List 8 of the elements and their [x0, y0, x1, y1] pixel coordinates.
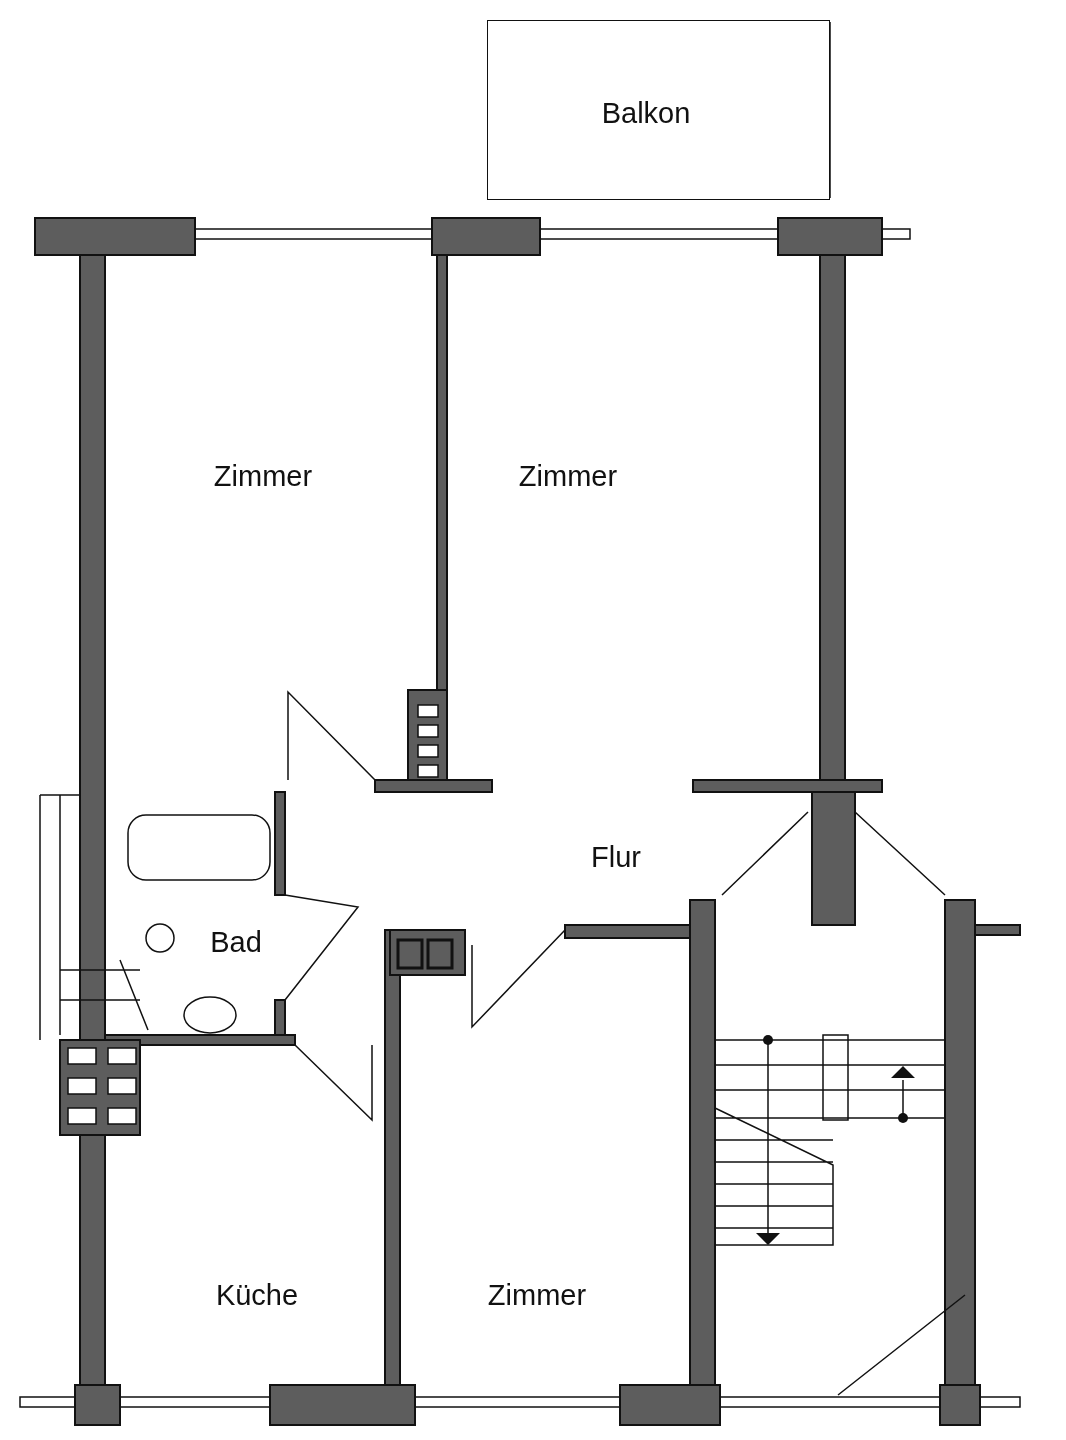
room-label: Bad — [210, 925, 262, 959]
room-label: Balkon — [601, 96, 691, 130]
room-label: Zimmer — [518, 459, 618, 493]
balcony-outline — [487, 20, 830, 200]
room-label: Zimmer — [213, 459, 313, 493]
room-label: Flur — [591, 840, 641, 874]
room-label: Küche — [215, 1278, 299, 1312]
room-label: Zimmer — [487, 1278, 587, 1312]
